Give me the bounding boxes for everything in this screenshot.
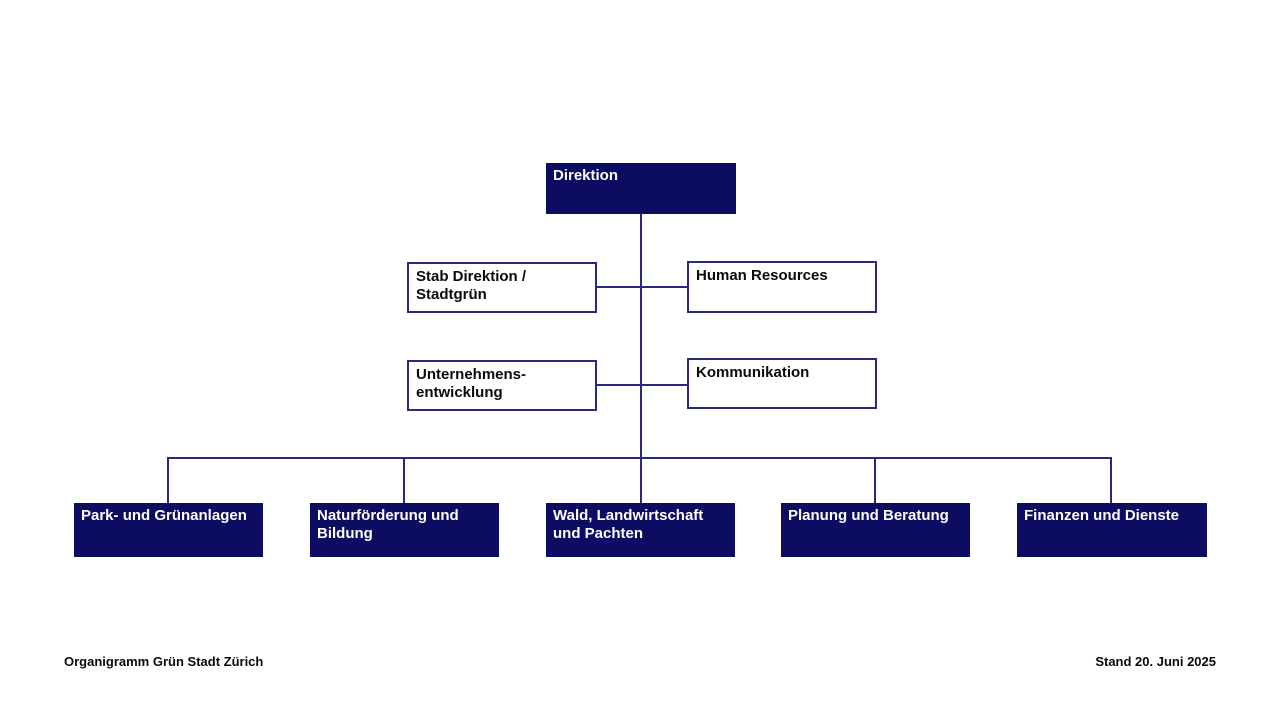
footer-title: Organigramm Grün Stadt Zürich bbox=[64, 654, 264, 669]
connector-staff-row2-horizontal bbox=[597, 384, 687, 386]
org-box-park-und-gruenanlagen: Park- und Grünanlagen bbox=[74, 503, 263, 557]
connector-drop-park bbox=[167, 457, 169, 503]
connector-drop-naturfoerderung bbox=[403, 457, 405, 503]
org-box-stab-direktion-stadtgruen: Stab Direktion / Stadtgrün bbox=[407, 262, 597, 313]
connector-staff-row1-horizontal bbox=[597, 286, 687, 288]
connector-departments-rail bbox=[167, 457, 1112, 459]
connector-drop-planung bbox=[874, 457, 876, 503]
footer-date-stamp: Stand 20. Juni 2025 bbox=[1095, 654, 1216, 669]
org-box-direktion: Direktion bbox=[546, 163, 736, 214]
org-box-planung-und-beratung: Planung und Beratung bbox=[781, 503, 970, 557]
org-box-naturfoerderung-und-bildung: Naturförderung und Bildung bbox=[310, 503, 499, 557]
org-box-wald-landwirtschaft-pachten: Wald, Landwirtschaft und Pachten bbox=[546, 503, 735, 557]
org-box-human-resources: Human Resources bbox=[687, 261, 877, 313]
org-box-unternehmensentwicklung: Unternehmens- entwicklung bbox=[407, 360, 597, 411]
org-box-kommunikation: Kommunikation bbox=[687, 358, 877, 409]
connector-trunk-vertical bbox=[640, 214, 642, 503]
org-box-finanzen-und-dienste: Finanzen und Dienste bbox=[1017, 503, 1207, 557]
connector-drop-finanzen bbox=[1110, 457, 1112, 503]
